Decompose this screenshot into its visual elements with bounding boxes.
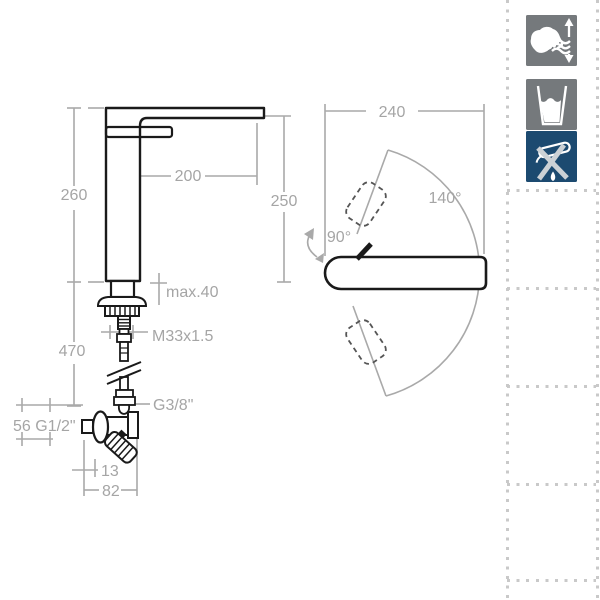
supply-hose <box>116 328 132 391</box>
handle-position-upper-dashed <box>345 181 387 227</box>
glass-water <box>540 98 561 122</box>
handle-position-lower-dashed <box>345 319 387 365</box>
glass-fill-icon <box>526 79 577 130</box>
wall-flange <box>91 410 110 444</box>
dotted-divider-3 <box>507 385 596 388</box>
dim-label-g38: G3/8" <box>153 397 193 414</box>
dim-label-240: 240 <box>379 104 406 121</box>
dim-label-260: 260 <box>61 187 88 204</box>
hand-flow-adjust-icon <box>526 15 577 66</box>
faucet-body-spout <box>104 106 266 283</box>
dim-label-200: 200 <box>175 168 202 185</box>
glass-outline <box>536 85 568 126</box>
dim-label-56-g12: 56 G1/2" <box>13 418 76 435</box>
locking-nut <box>104 305 140 317</box>
angle-arrowheads <box>304 228 324 263</box>
dotted-divider-1 <box>507 189 596 192</box>
threaded-shank <box>117 315 131 330</box>
hand-shape <box>530 26 564 53</box>
hose-connector <box>113 389 136 415</box>
side-view-faucet <box>81 106 266 464</box>
handle-stub <box>355 242 373 261</box>
top-view-dimension-lines <box>306 104 485 397</box>
faucet-tailpiece <box>109 279 136 299</box>
dim-label-m33: M33x1.5 <box>152 328 213 345</box>
valve-knob <box>103 431 138 464</box>
dim-label-470: 470 <box>59 343 86 360</box>
dim-label-250: 250 <box>271 193 298 210</box>
dotted-divider-2 <box>507 287 596 290</box>
dotted-divider-4 <box>507 483 596 486</box>
technical-drawing: 260 200 250 max.40 470 M33x1.5 G3/8" 56 … <box>13 104 488 500</box>
dotted-border-left <box>506 0 509 600</box>
dotted-border-right <box>596 0 599 600</box>
faucet-handle <box>104 125 174 139</box>
dotted-divider-5 <box>507 579 596 582</box>
water-stream-waves <box>551 37 571 55</box>
cross-out-x <box>536 143 569 181</box>
dim-label-82: 82 <box>102 483 120 500</box>
dim-label-140deg: 140° <box>428 190 461 207</box>
hose-break-symbol <box>106 361 142 385</box>
spout-top-view <box>323 255 488 291</box>
dim-label-max40: max.40 <box>166 284 219 301</box>
droplet <box>550 171 556 181</box>
side-view-dimension-lines <box>16 107 291 496</box>
feature-legend-strip <box>505 0 600 600</box>
up-down-arrow <box>564 18 574 63</box>
angle-valve <box>81 410 139 464</box>
no-aggressive-cleaners-icon <box>526 131 577 182</box>
escutcheon <box>96 296 148 307</box>
top-view-spout <box>323 181 488 365</box>
valve-outlet <box>127 411 139 439</box>
dim-label-90deg: 90° <box>327 229 351 246</box>
dimension-labels: 260 200 250 max.40 470 M33x1.5 G3/8" 56 … <box>13 104 462 500</box>
valve-inlet <box>81 419 94 434</box>
dim-label-13: 13 <box>101 463 119 480</box>
